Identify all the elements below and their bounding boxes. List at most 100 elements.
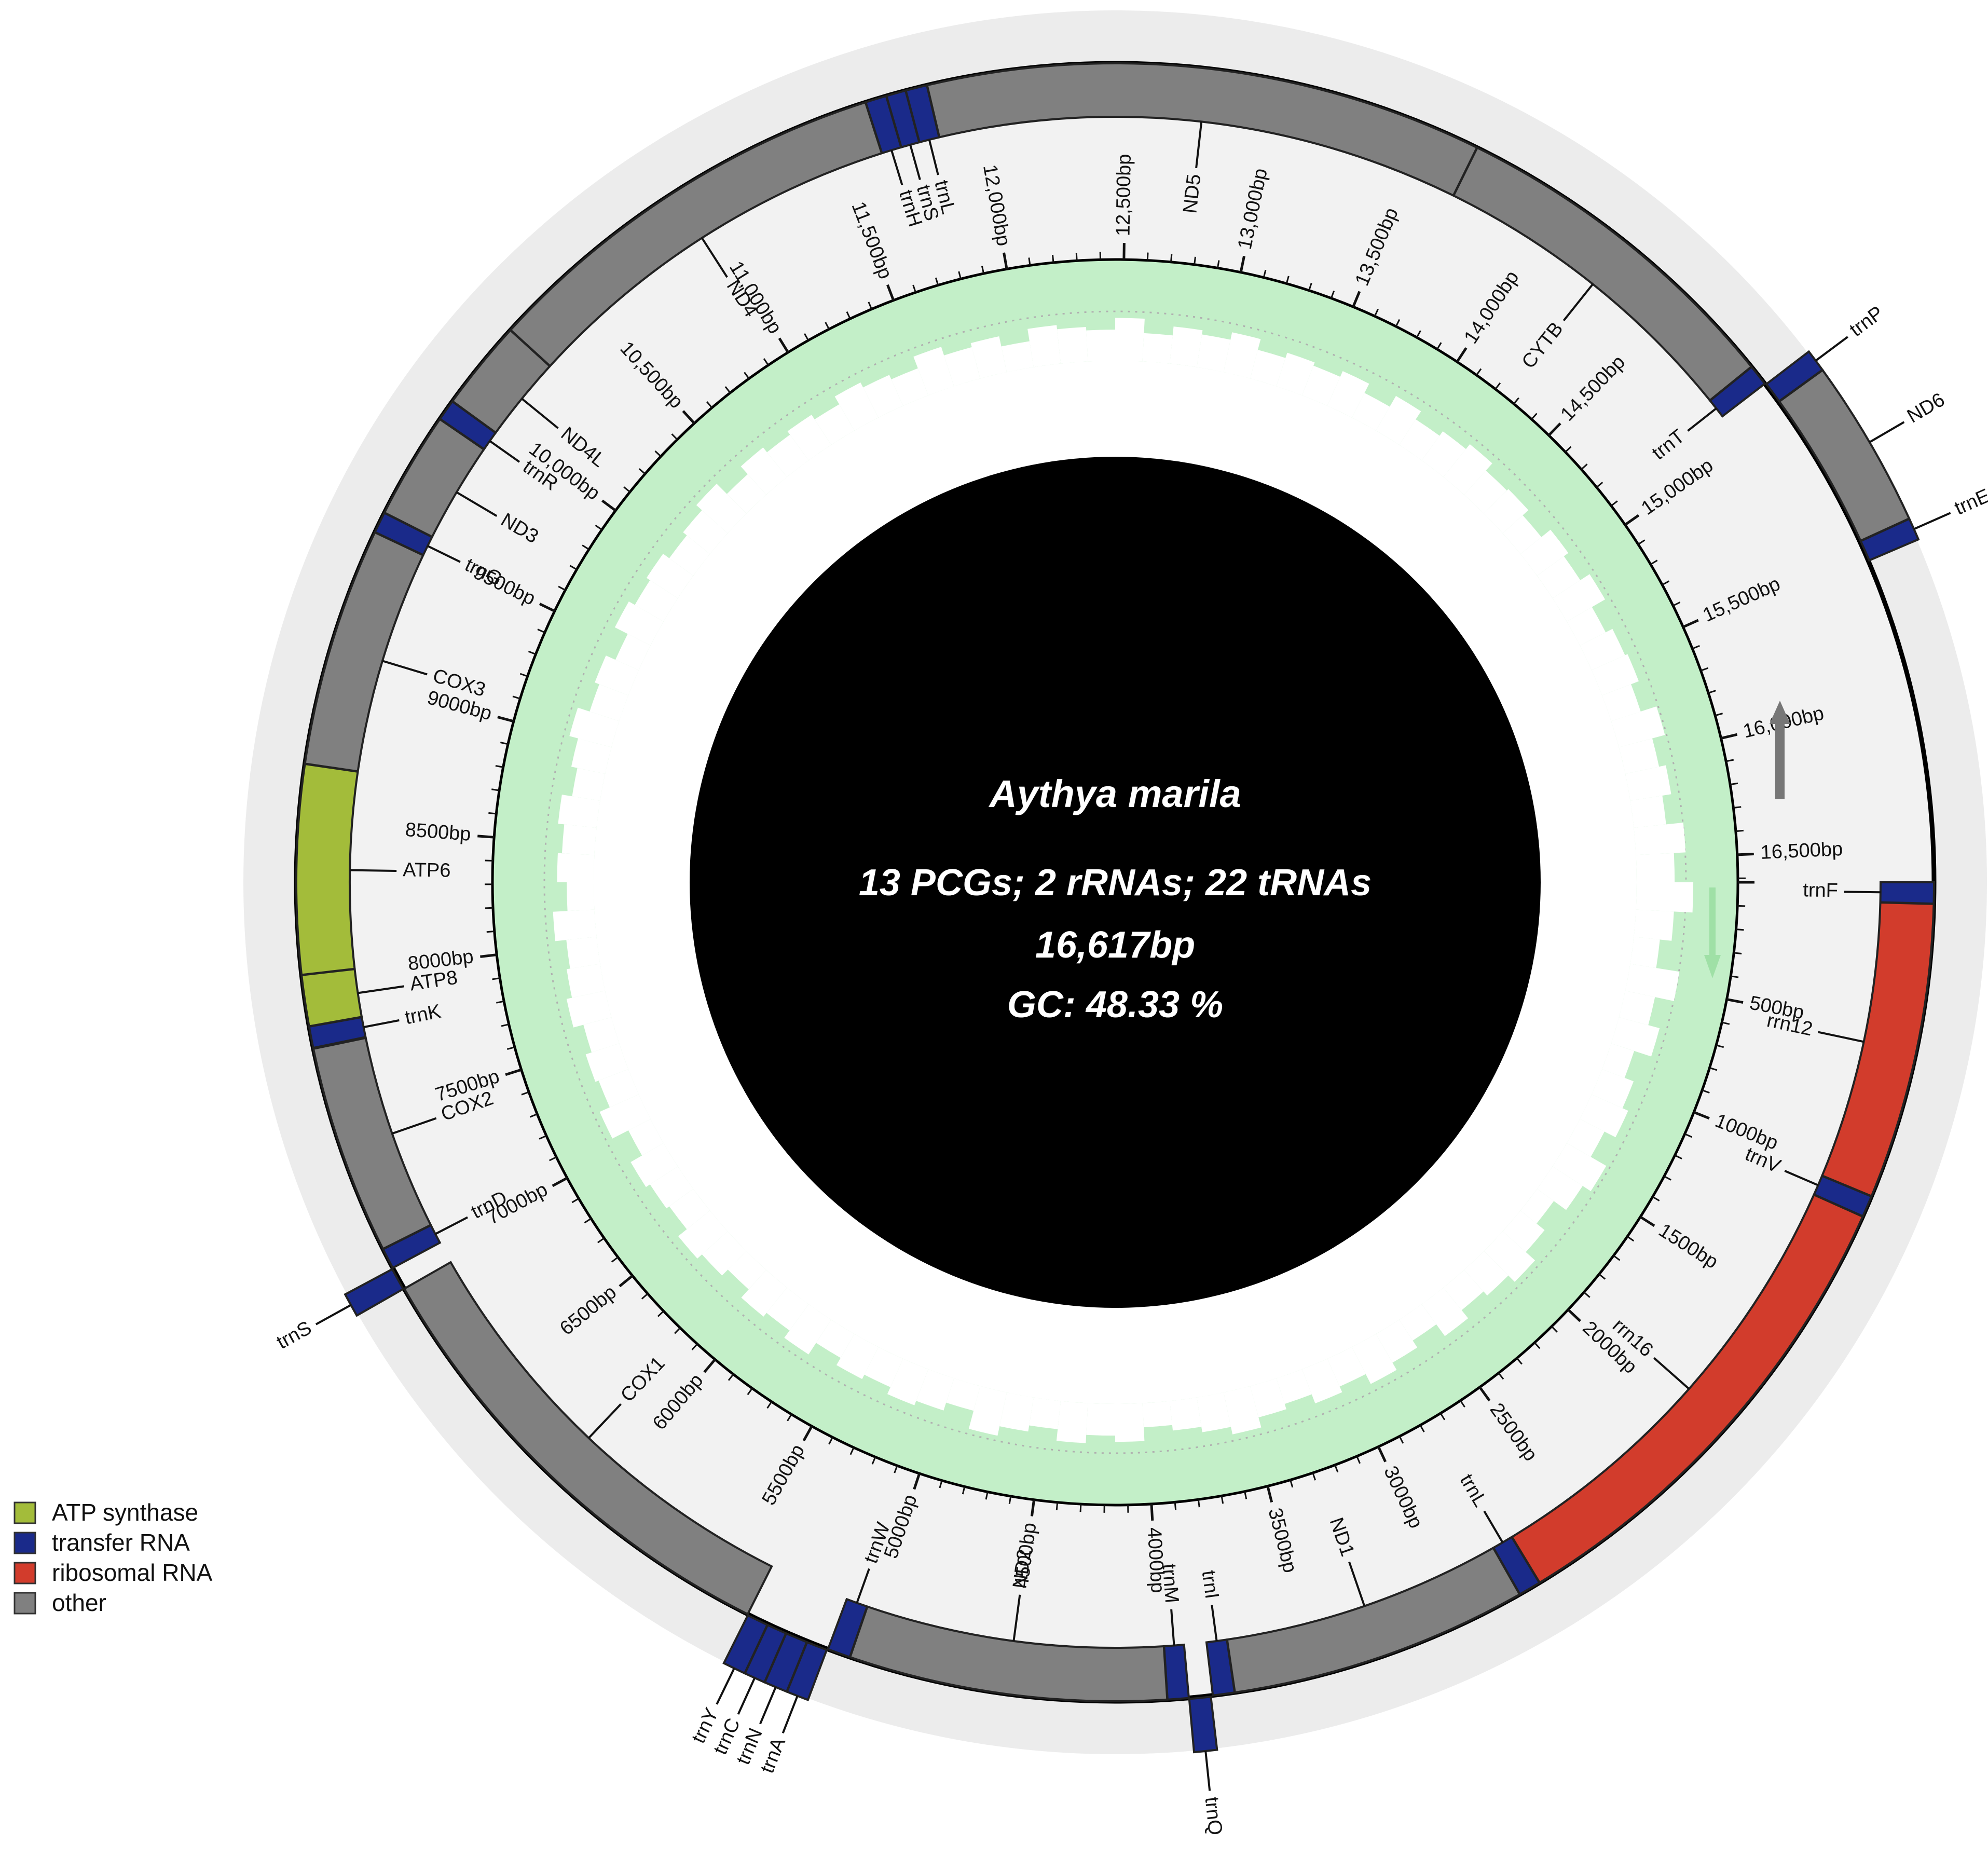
scale-tick-5600 xyxy=(787,1414,792,1422)
feature-label-trnm-8: trnM xyxy=(1158,1563,1183,1604)
scale-tick-7600 xyxy=(506,1046,515,1050)
gc-bar-22 xyxy=(1302,1359,1342,1404)
scale-tick-12100 xyxy=(1028,257,1031,266)
gc-bar-2 xyxy=(1630,937,1660,968)
gc-bar-102 xyxy=(1421,431,1466,477)
scale-tick-12300 xyxy=(1075,253,1078,261)
gc-bar-68 xyxy=(615,634,651,671)
scale-tick-2200 xyxy=(1534,1342,1541,1349)
gc-bar-49 xyxy=(630,1143,678,1187)
scale-tick-14900 xyxy=(1610,500,1618,507)
gc-bar-65 xyxy=(569,707,620,747)
scale-tick-1600 xyxy=(1627,1236,1635,1242)
scale-tick-2300 xyxy=(1516,1357,1523,1365)
scale-tick-1100 xyxy=(1684,1133,1693,1138)
scale-tick-1000 xyxy=(1693,1111,1710,1120)
feature-trne-36 xyxy=(1859,517,1920,562)
gc-bar-107 xyxy=(1520,529,1569,576)
feature-leader-nd4-27 xyxy=(701,237,728,278)
gc-bar-52 xyxy=(598,1069,639,1108)
gc-bar-70 xyxy=(635,580,678,622)
gc-bar-60 xyxy=(557,853,595,882)
scale-tick-4900 xyxy=(939,1480,943,1488)
scale-tick-700 xyxy=(1716,1044,1724,1048)
scale-tick-7500 xyxy=(505,1068,522,1076)
gc-bar-117 xyxy=(1630,796,1666,828)
scale-tick-8900 xyxy=(500,742,509,745)
scale-tick-2100 xyxy=(1551,1326,1558,1333)
gc-bar-81 xyxy=(863,375,903,418)
gc-content: GC: 48.33 % xyxy=(1007,984,1223,1026)
gc-bar-114 xyxy=(1611,706,1665,747)
gc-bar-41 xyxy=(784,1304,831,1355)
scale-tick-10000 xyxy=(601,499,616,512)
gc-bar-82 xyxy=(891,368,928,406)
scale-tick-15900 xyxy=(1715,713,1723,717)
gc-bar-92 xyxy=(1170,326,1203,367)
scale-tick-5100 xyxy=(894,1465,898,1473)
gc-bar-113 xyxy=(1602,684,1641,721)
scale-tick-13600 xyxy=(1374,308,1379,317)
gc-bar-118 xyxy=(1634,822,1686,855)
gc-bar-33 xyxy=(999,1392,1034,1432)
gc-bar-85 xyxy=(970,336,1007,379)
gc-bar-47 xyxy=(669,1188,710,1229)
gc-bar-43 xyxy=(741,1269,787,1317)
scale-tick-10200 xyxy=(638,468,646,475)
scale-tick-6100 xyxy=(691,1343,698,1350)
gc-bar-55 xyxy=(566,990,612,1028)
scale-tick-11900 xyxy=(981,266,985,274)
gc-bar-50 xyxy=(628,1119,664,1156)
gc-bar-20 xyxy=(1352,1334,1397,1384)
scale-tick-6900 xyxy=(571,1198,579,1204)
scale-tick-4600 xyxy=(1008,1496,1012,1505)
scale-tick-10100 xyxy=(623,486,630,493)
scale-tick-11000 xyxy=(778,337,789,353)
scale-tick-3700 xyxy=(1221,1496,1224,1504)
scale-tick-14500 xyxy=(1547,422,1561,436)
scale-tick-13200 xyxy=(1285,276,1290,284)
scale-tick-5900 xyxy=(728,1373,734,1381)
scale-tick-400 xyxy=(1731,975,1739,978)
gc-bar-96 xyxy=(1276,352,1315,395)
gc-bar-116 xyxy=(1625,765,1671,801)
scale-tick-7300 xyxy=(529,1113,538,1118)
scale-tick-3600 xyxy=(1244,1491,1247,1499)
gc-bar-103 xyxy=(1443,444,1492,495)
scale-tick-9200 xyxy=(519,673,528,677)
gc-bar-106 xyxy=(1502,515,1542,554)
scale-tick-5400 xyxy=(828,1437,833,1445)
gc-bar-48 xyxy=(650,1166,693,1209)
scale-tick-13000 xyxy=(1239,255,1246,273)
feature-leader-trnt-33 xyxy=(1687,407,1717,432)
gc-bar-14 xyxy=(1484,1231,1535,1282)
gc-bar-90 xyxy=(1115,318,1145,362)
gc-bar-61 xyxy=(561,824,597,855)
scale-tick-4800 xyxy=(962,1486,966,1495)
feature-leader-atp6-21 xyxy=(350,869,397,872)
scale-tick-11700 xyxy=(935,277,939,285)
scale-tick-6500 xyxy=(619,1275,634,1288)
gc-bar-3 xyxy=(1625,964,1680,1001)
scale-tick-2500 xyxy=(1478,1386,1491,1402)
gc-bar-83 xyxy=(913,347,954,395)
gc-bar-5 xyxy=(1611,1017,1660,1057)
feature-trni-6 xyxy=(1205,1638,1236,1697)
feature-leader-atp8-20 xyxy=(358,985,404,994)
gc-bar-88 xyxy=(1057,326,1088,364)
scale-tick-15600 xyxy=(1692,645,1700,650)
gc-bar-27 xyxy=(1170,1397,1202,1431)
gc-bar-28 xyxy=(1142,1401,1172,1428)
gc-bar-75 xyxy=(726,474,766,514)
gc-bar-11 xyxy=(1537,1166,1583,1210)
gc-bar-4 xyxy=(1619,990,1655,1026)
feature-leader-trnp-34 xyxy=(1815,336,1848,362)
gc-bar-109 xyxy=(1552,574,1606,622)
scale-tick-11100 xyxy=(803,333,809,341)
gc-bar-80 xyxy=(834,382,879,431)
feature-label-atp6-21: ATP6 xyxy=(403,859,451,881)
gc-bar-94 xyxy=(1223,332,1261,379)
scale-tick-14000 xyxy=(1456,347,1468,363)
scale-tick-16300 xyxy=(1733,806,1742,809)
